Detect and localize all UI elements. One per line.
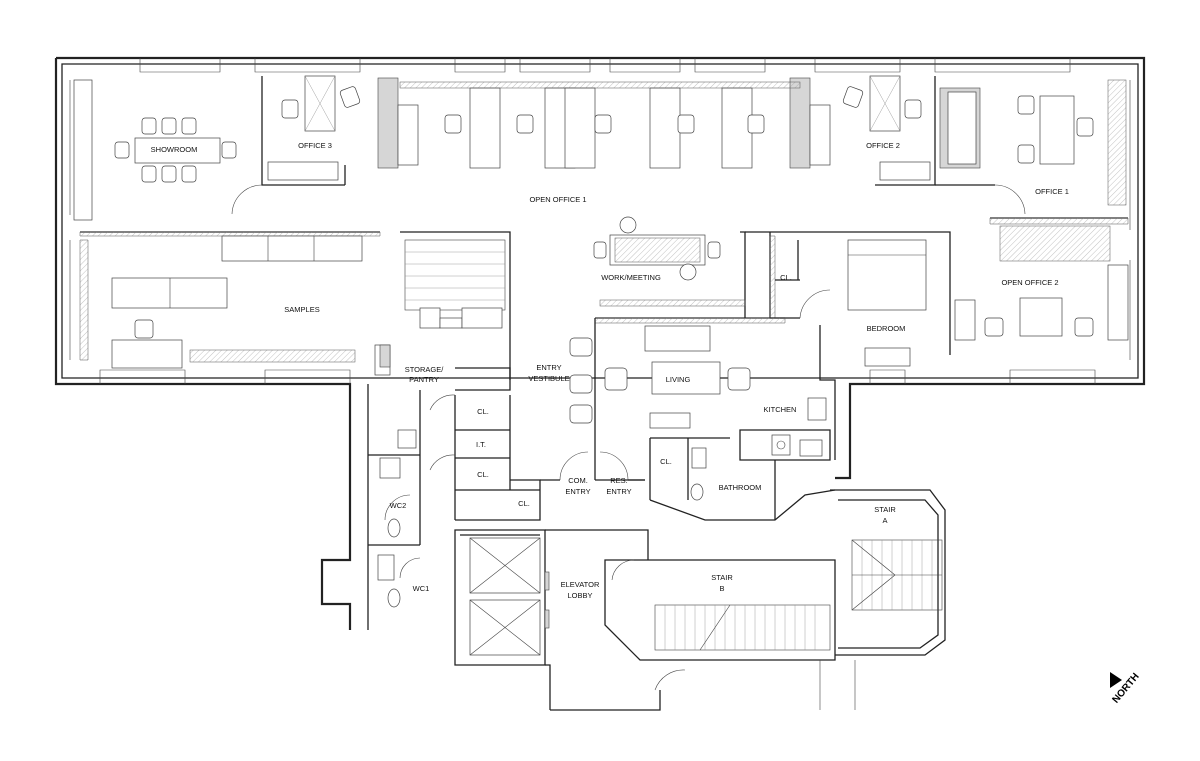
com-entry-line1: COM. (568, 476, 588, 485)
storage-label-line2: PANTRY (409, 375, 439, 384)
work-meeting-table (593, 216, 746, 307)
res-entry-line1: RES. (610, 476, 628, 485)
stair-a-line1: STAIR (874, 505, 896, 514)
office-3-label: OFFICE 3 (298, 141, 332, 150)
kitchen-label: KITCHEN (764, 405, 797, 414)
open-office-2-label: OPEN OFFICE 2 (1001, 278, 1058, 287)
it-label: I.T. (476, 440, 486, 449)
living-furniture (569, 325, 751, 429)
elevator-lobby-line2: LOBBY (567, 591, 592, 600)
work-meeting-label: WORK/MEETING (601, 273, 661, 282)
north-arrow: NORTH (1110, 671, 1142, 706)
open-office-1-label: OPEN OFFICE 1 (529, 195, 586, 204)
office-2-label: OFFICE 2 (866, 141, 900, 150)
closet-a-label: CL. (477, 407, 489, 416)
stair-a-treads (851, 539, 943, 611)
stair-b-treads (654, 604, 831, 651)
closet-c-label: CL. (518, 499, 530, 508)
kitchen-fixtures (771, 397, 827, 457)
bathroom-fixtures (690, 447, 707, 501)
bath-closet-label: CL. (660, 457, 672, 466)
wc1-label: WC1 (413, 584, 430, 593)
stair-b-line2: B (719, 584, 724, 593)
living-label: LIVING (666, 375, 691, 384)
stair-a-line2: A (882, 516, 887, 525)
office-2-furniture (842, 75, 931, 181)
stair-b-line1: STAIR (711, 573, 733, 582)
stepped-seating (404, 239, 506, 329)
com-entry-line2: ENTRY (565, 487, 590, 496)
elevators (469, 537, 550, 656)
open-office-2-furniture (954, 225, 1129, 341)
office-1-furniture (939, 79, 1127, 206)
samples-label: SAMPLES (284, 305, 319, 314)
bedroom-closet-label: CL. (780, 273, 792, 282)
bedroom-label: BEDROOM (867, 324, 906, 333)
res-entry-line2: ENTRY (606, 487, 631, 496)
north-arrow-icon (1110, 672, 1122, 688)
elevator-lobby-line1: ELEVATOR (561, 580, 600, 589)
exterior-walls (54, 56, 1146, 630)
room-labels: SHOWROOM OFFICE 3 OPEN OFFICE 1 OFFICE 2… (151, 141, 1069, 600)
interior-walls (79, 76, 1129, 711)
entry-vestibule-line2: VESTIBULE (528, 374, 569, 383)
bedroom-furniture (847, 239, 927, 367)
samples-furniture (111, 235, 391, 376)
office-1-label: OFFICE 1 (1035, 187, 1069, 196)
storage-label-line1: STORAGE/ (405, 365, 445, 374)
wc2-label: WC2 (390, 501, 407, 510)
showroom-table (73, 79, 237, 221)
showroom-label: SHOWROOM (151, 145, 198, 154)
office-3-furniture (267, 75, 361, 181)
open-office-1-desks (377, 77, 831, 169)
wc-fixtures (377, 344, 417, 608)
entry-vestibule-line1: ENTRY (536, 363, 561, 372)
bathroom-label: BATHROOM (719, 483, 762, 492)
closet-b-label: CL. (477, 470, 489, 479)
